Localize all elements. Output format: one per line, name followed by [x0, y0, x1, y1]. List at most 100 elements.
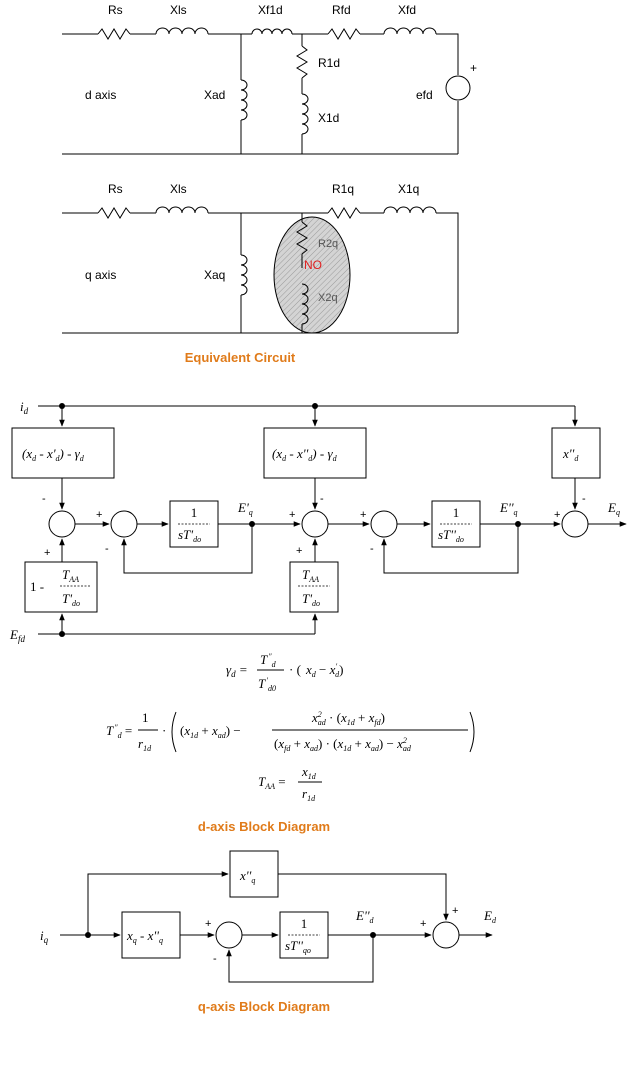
block3-text: x''d	[562, 446, 579, 463]
q-axis-block-diagram	[60, 850, 493, 983]
block-xppq-text: x''q	[239, 868, 255, 885]
epq-label: E'q	[237, 500, 253, 517]
svg-text:γd =: γd =	[226, 662, 248, 679]
sign-plus-3b: +	[296, 545, 302, 557]
label-d-axis: d axis	[85, 88, 116, 102]
label-r1q: R1q	[332, 182, 354, 196]
svg-text:T″d: T″d	[260, 652, 277, 669]
block-xd-xpd-gammad	[11, 427, 115, 479]
caption-q-axis-block: q-axis Block Diagram	[198, 999, 330, 1014]
sum-5	[561, 510, 589, 538]
svg-text:r1d: r1d	[302, 786, 316, 803]
intq-denominator: sT''qo	[285, 938, 311, 955]
label-x2q: X2q	[318, 292, 338, 304]
caption-equivalent-circuit: Equivalent Circuit	[185, 350, 296, 365]
svg-text:·: ·	[162, 723, 166, 738]
lead2-num: TAA	[302, 567, 319, 584]
svg-text:· (: · (	[289, 662, 301, 677]
block-xppq	[229, 850, 279, 898]
label-xaq: Xaq	[204, 268, 225, 282]
sign-minus-2: -	[105, 543, 109, 555]
output-eq-label: Eq	[607, 500, 620, 517]
xfd-inductor	[383, 27, 437, 35]
svg-text:1: 1	[142, 710, 149, 725]
lead1-num: TAA	[62, 567, 79, 584]
eppd-label: E''d	[355, 908, 375, 925]
sign-plus-2: +	[96, 509, 102, 521]
sign-minus-3: -	[320, 493, 324, 505]
label-xf1d: Xf1d	[258, 3, 283, 17]
svg-text:T″d =: T″d =	[106, 723, 132, 740]
rfd-resistor	[327, 28, 361, 40]
lead1-den: T'do	[62, 591, 80, 608]
sign-plus-4: +	[360, 509, 366, 521]
r1d-resistor	[296, 45, 308, 79]
svg-text:T′d0: T′d0	[258, 676, 276, 693]
sum-1	[48, 510, 76, 538]
block2-text: (xd - x''d) - γd	[272, 446, 338, 463]
block-xq-minus-xppq	[121, 911, 181, 959]
xf1d-inductor	[251, 28, 293, 35]
sign-plus-q2: +	[420, 918, 426, 930]
label-xls: Xls	[170, 3, 187, 17]
svg-text:xd − x′d): xd − x′d)	[305, 662, 344, 679]
svg-text:(x1d + xad) −: (x1d + xad) −	[180, 723, 241, 740]
sign-minus-5: -	[582, 493, 586, 505]
block-xd-xppd-gammad	[263, 427, 367, 479]
input-iq-label: iq	[40, 928, 49, 945]
sum-q2	[432, 921, 460, 949]
x1d-inductor	[301, 93, 309, 135]
source-plus-sign: +	[470, 61, 477, 75]
sign-plus-5: +	[554, 509, 560, 521]
label-no: NO	[304, 258, 322, 272]
block-taa-tpdo	[289, 561, 339, 613]
label-x1d: X1d	[318, 111, 339, 125]
label-rs: Rs	[108, 3, 123, 17]
svg-text:r1d: r1d	[138, 736, 152, 753]
q-axis-circuit	[62, 206, 459, 334]
input-id-label: id	[20, 399, 29, 416]
label-xad: Xad	[204, 88, 225, 102]
sum-q1	[215, 921, 243, 949]
sign-minus-1: -	[42, 493, 46, 505]
rs-resistor-q	[97, 207, 131, 219]
xaq-inductor	[240, 254, 248, 296]
label-xls-q: Xls	[170, 182, 187, 196]
sum-4	[370, 510, 398, 538]
r1q-resistor	[327, 207, 361, 219]
sign-plus-1: +	[44, 547, 50, 559]
xls-inductor	[155, 27, 209, 35]
int2-numerator: 1	[453, 505, 460, 520]
label-rfd: Rfd	[332, 3, 351, 17]
intq-numerator: 1	[301, 916, 308, 931]
int1-denominator: sT'do	[178, 527, 201, 544]
label-r1d: R1d	[318, 56, 340, 70]
output-ed-label: Ed	[483, 908, 497, 925]
svg-text:TAA =: TAA =	[258, 774, 286, 791]
lead2-den: T'do	[302, 591, 320, 608]
input-efd-label: Efd	[9, 627, 25, 644]
block-1-minus-taa-tpdo	[24, 561, 98, 613]
sign-minus-4: -	[370, 543, 374, 555]
sign-plus-q1: +	[205, 918, 211, 930]
rs-resistor	[97, 28, 131, 40]
xls-inductor-q	[155, 206, 209, 214]
svg-text:x1d: x1d	[301, 764, 317, 781]
block1-text: (xd - x'd) - γd	[22, 446, 85, 463]
int2-denominator: sT''do	[438, 527, 464, 544]
r2q-resistor	[296, 221, 308, 255]
sum-3	[301, 510, 329, 538]
label-r2q: R2q	[318, 238, 338, 250]
sign-minus-q1: -	[213, 953, 217, 965]
block-xq-text: xq - x''q	[126, 928, 163, 945]
eppq-label: E''q	[499, 500, 518, 517]
sign-plus-q2-top: +	[452, 905, 458, 917]
efd-source	[445, 75, 471, 101]
equation-taa: TAA = x1d r1d	[258, 764, 322, 803]
sum-2	[110, 510, 138, 538]
label-q-axis: q axis	[85, 268, 116, 282]
xad-inductor	[240, 79, 248, 121]
